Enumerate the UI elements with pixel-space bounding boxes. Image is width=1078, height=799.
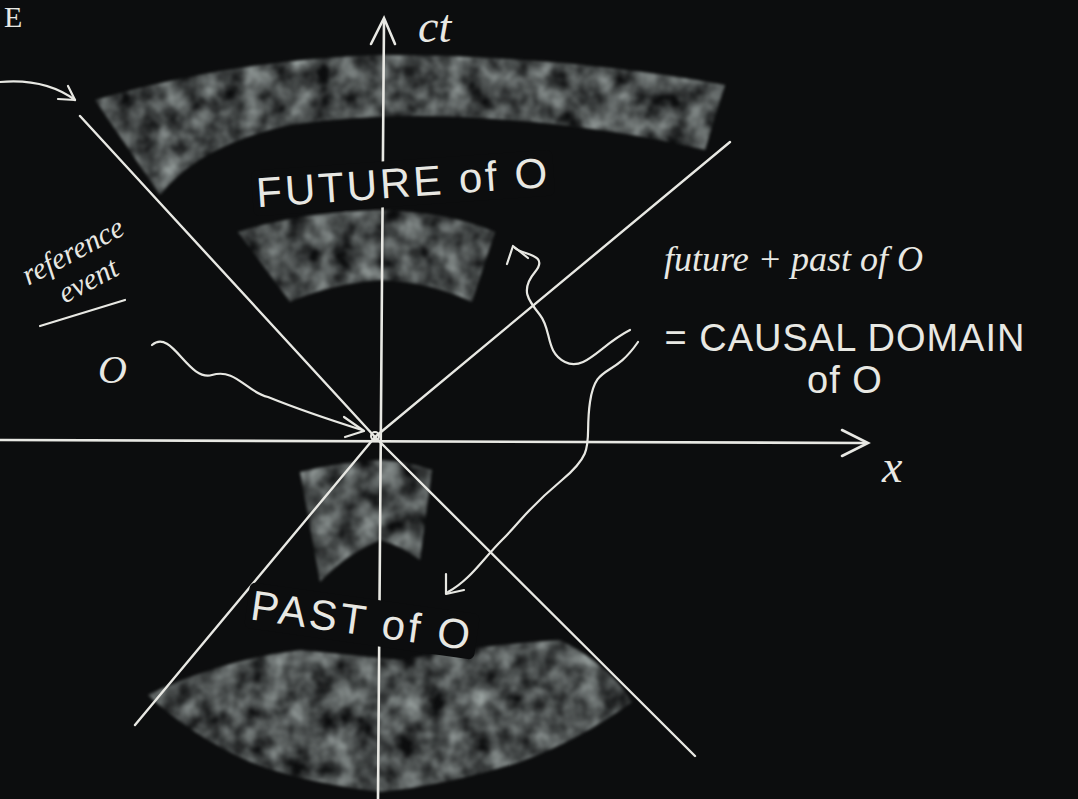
arrowhead <box>58 86 75 100</box>
region-label: PAST of O <box>244 582 480 660</box>
axis-label: x <box>882 442 902 493</box>
squiggle-arrows <box>0 81 638 594</box>
note-label: future + past of O <box>664 240 923 280</box>
light-cone <box>80 116 730 756</box>
cut-off-label: E <box>4 0 22 33</box>
event-name: O <box>98 348 127 392</box>
x-axis-arrowhead <box>842 430 868 456</box>
region-label: FUTURE of O <box>251 150 556 217</box>
axis-label: ct <box>418 2 451 53</box>
leader-arrow <box>152 342 362 430</box>
light-ray <box>135 437 375 725</box>
reference-event-label: reference event <box>3 203 158 327</box>
reference-event-dot <box>371 432 379 440</box>
leader-arrow <box>0 81 75 100</box>
arrowhead <box>344 417 364 437</box>
chalk-smudges <box>95 55 725 792</box>
x-axis <box>0 440 866 443</box>
axes <box>0 18 868 799</box>
light-ray <box>375 437 695 756</box>
ct-axis-arrowhead <box>371 18 395 44</box>
arrowhead <box>507 246 528 264</box>
causal-domain-label: = CAUSAL DOMAIN of O <box>660 318 1030 402</box>
smudge <box>148 640 632 792</box>
leader-arrow <box>448 342 638 592</box>
ct-axis <box>378 20 384 799</box>
arrowhead <box>446 574 464 594</box>
smudge <box>300 460 432 582</box>
leader-arrow <box>515 248 630 364</box>
smudge <box>238 210 495 302</box>
